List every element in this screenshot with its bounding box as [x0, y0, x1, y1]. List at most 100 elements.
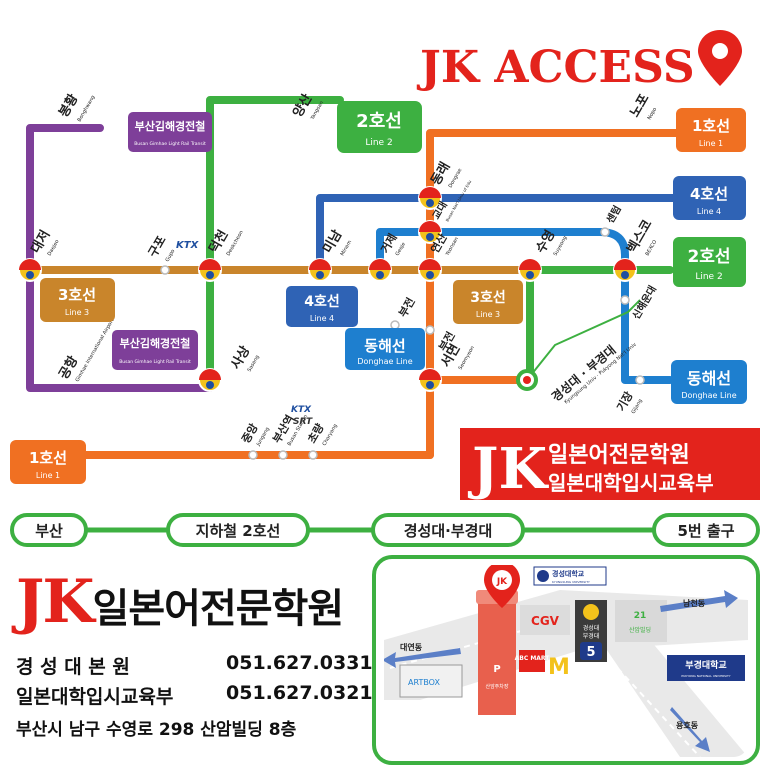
- route-bar: 부산 지하철 2호선 경성대·부경대 5번 출구: [10, 513, 760, 547]
- callout-line1: 일본어전문학원: [548, 443, 690, 468]
- route-step-1: 부산: [10, 513, 88, 547]
- artbox-building: ARTBOX: [399, 664, 463, 698]
- kyungsung-univ-sign: 경성대학교 KYUNGSUNG UNIVERSITY: [533, 566, 607, 586]
- route-step-3: 경성대·부경대: [371, 513, 525, 547]
- lrt-badge-bottom: 부산김해경전철 Busan Gimhae Light Rail Transit: [112, 330, 198, 370]
- svg-text:부경대: 부경대: [583, 632, 600, 640]
- local-map: ARTBOX P 산암주차장 JK CGV 경성대학교 KYUNGSUNG UN…: [372, 555, 760, 765]
- line-path-line2: [206, 96, 344, 389]
- contact-phone: 051.627.0321: [226, 682, 373, 704]
- contact-label: 일본대학입시교육부: [16, 686, 174, 708]
- station-suyeong-marker: [518, 258, 542, 282]
- simple-stations: [160, 128, 690, 460]
- svg-text:Line 2: Line 2: [365, 138, 392, 148]
- cgv-building: CGV: [520, 605, 570, 635]
- station-daejeo-marker: [18, 258, 42, 282]
- svg-text:부산김해경전철: 부산김해경전철: [135, 119, 206, 133]
- abc-mart: ABC MART: [515, 650, 550, 672]
- station-seomyeon-marker: [418, 368, 442, 392]
- ktx-badge-busan: KTX: [291, 405, 312, 415]
- donghae-badge-mid: 동해선 Donghae Line: [345, 328, 425, 370]
- svg-text:Donghae Line: Donghae Line: [681, 391, 736, 400]
- label-daeyeon: 대연동: [400, 642, 423, 652]
- station-kyungsung-marker: [516, 369, 538, 391]
- station-label-bexco-en: BEXCO: [645, 239, 659, 257]
- station-sinhaeundae-dot: [620, 295, 630, 305]
- station-label-gupo-en: Gupo: [165, 248, 177, 263]
- line4-badge-mid: 4호선 Line 4: [286, 286, 358, 327]
- svg-text:부산김해경전철: 부산김해경전철: [120, 336, 191, 350]
- svg-text:Line 4: Line 4: [310, 314, 334, 323]
- contact-label: 경 성 대 본 원: [16, 656, 130, 678]
- svg-text:경성대학교: 경성대학교: [552, 569, 585, 578]
- station-label-bujeon-dh: 부전: [395, 295, 417, 320]
- station-gijang-dot: [635, 375, 645, 385]
- svg-text:Busan Gimhae Light Rail Transi: Busan Gimhae Light Rail Transit: [119, 359, 191, 365]
- svg-text:경성대·부경대: 경성대·부경대: [404, 522, 493, 540]
- label-yongho: 용호동: [676, 720, 699, 730]
- svg-text:4호선: 4호선: [304, 294, 340, 310]
- arrow-yongho: [670, 707, 710, 752]
- line-paths: [26, 96, 694, 459]
- transfer-stations: [18, 186, 637, 392]
- station-bujeon-dot: [425, 325, 435, 335]
- svg-text:동해선: 동해선: [364, 337, 405, 355]
- station-label-kyungsung: 경성대 · 부경대: [549, 343, 619, 405]
- line4-badge-right: 4호선 Line 4: [673, 176, 746, 220]
- line2-badge-right: 2호선 Line 2: [673, 237, 746, 287]
- label-namcheon: 남천동: [683, 598, 706, 608]
- lrt-badge-top: 부산김해경전철 Busan Gimhae Light Rail Transit: [128, 112, 212, 152]
- callout-jk: JK: [467, 436, 549, 502]
- station-centum-dot: [600, 227, 610, 237]
- arrow-namcheon: [660, 590, 738, 612]
- line2-badge-top: 2호선 Line 2: [337, 101, 422, 153]
- station-yeonsan-marker: [418, 258, 442, 282]
- callout-line2: 일본대학입시교육부: [548, 471, 714, 495]
- svg-text:JK: JK: [496, 577, 508, 587]
- location-pin-icon: [698, 30, 742, 86]
- line-path-line4: [316, 194, 694, 274]
- station-bujeon-dh-dot: [390, 320, 400, 330]
- station-label-bongwhang: 봉황: [56, 91, 82, 120]
- route-step-2: 지하철 2호선: [166, 513, 310, 547]
- svg-text:동해선: 동해선: [687, 369, 731, 388]
- mcdonalds-icon: M: [548, 655, 570, 680]
- svg-text:산암주차장: 산암주차장: [485, 683, 508, 690]
- svg-text:Busan Gimhae Light Rail Transi: Busan Gimhae Light Rail Transit: [134, 141, 206, 147]
- svg-text:3호선: 3호선: [470, 290, 506, 306]
- station-label-sinhaeundae: 신해운대: [629, 283, 659, 321]
- svg-text:산암빌딩: 산암빌딩: [629, 626, 651, 634]
- station-choryang-dot: [308, 450, 318, 460]
- svg-text:Line 4: Line 4: [697, 207, 721, 216]
- page-title: JK ACCESS: [416, 42, 695, 93]
- station-geoje-marker: [368, 258, 392, 282]
- donghae-badge-right: 동해선 Donghae Line: [671, 360, 747, 404]
- address: 부산시 남구 수영로 298 산암빌딩 8층: [16, 720, 297, 740]
- svg-text:Line 2: Line 2: [695, 272, 722, 282]
- station-jungang-dot: [248, 450, 258, 460]
- svg-text:KYUNGSUNG UNIVERSITY: KYUNGSUNG UNIVERSITY: [552, 580, 590, 584]
- station-minam-marker: [308, 258, 332, 282]
- station-label-nopo-en: Nopo: [647, 107, 659, 121]
- svg-text:지하철 2호선: 지하철 2호선: [196, 522, 281, 540]
- svg-text:ARTBOX: ARTBOX: [408, 678, 440, 687]
- svg-text:Line 1: Line 1: [699, 139, 723, 148]
- pukyong-univ-sign: 부경대학교 PUKYONG NATIONAL UNIVERSITY: [667, 655, 745, 681]
- svg-text:Line 3: Line 3: [476, 310, 500, 319]
- line3-badge-left: 3호선 Line 3: [40, 278, 115, 322]
- svg-text:CGV: CGV: [531, 614, 560, 628]
- svg-text:1호선: 1호선: [29, 449, 67, 467]
- contact-main: 경 성 대 본 원 051.627.0331: [16, 652, 373, 679]
- svg-text:부경대학교: 부경대학교: [685, 659, 726, 671]
- station-sasang-marker: [198, 368, 222, 392]
- line-badges: 2호선 Line 2 1호선 Line 1 4호선 Line 4 2호선 Lin…: [10, 101, 747, 484]
- svg-text:P: P: [493, 664, 500, 675]
- school-callout: JK 일본어전문학원 일본대학입시교육부: [460, 428, 760, 502]
- svg-text:부산: 부산: [35, 522, 63, 540]
- footer-brand-name: 일본어전문학원: [92, 586, 345, 632]
- station-dongrae-marker: [418, 186, 442, 210]
- svg-text:2호선: 2호선: [356, 111, 402, 132]
- svg-text:3호선: 3호선: [58, 286, 96, 304]
- station-label-gupo: 구포: [145, 233, 168, 259]
